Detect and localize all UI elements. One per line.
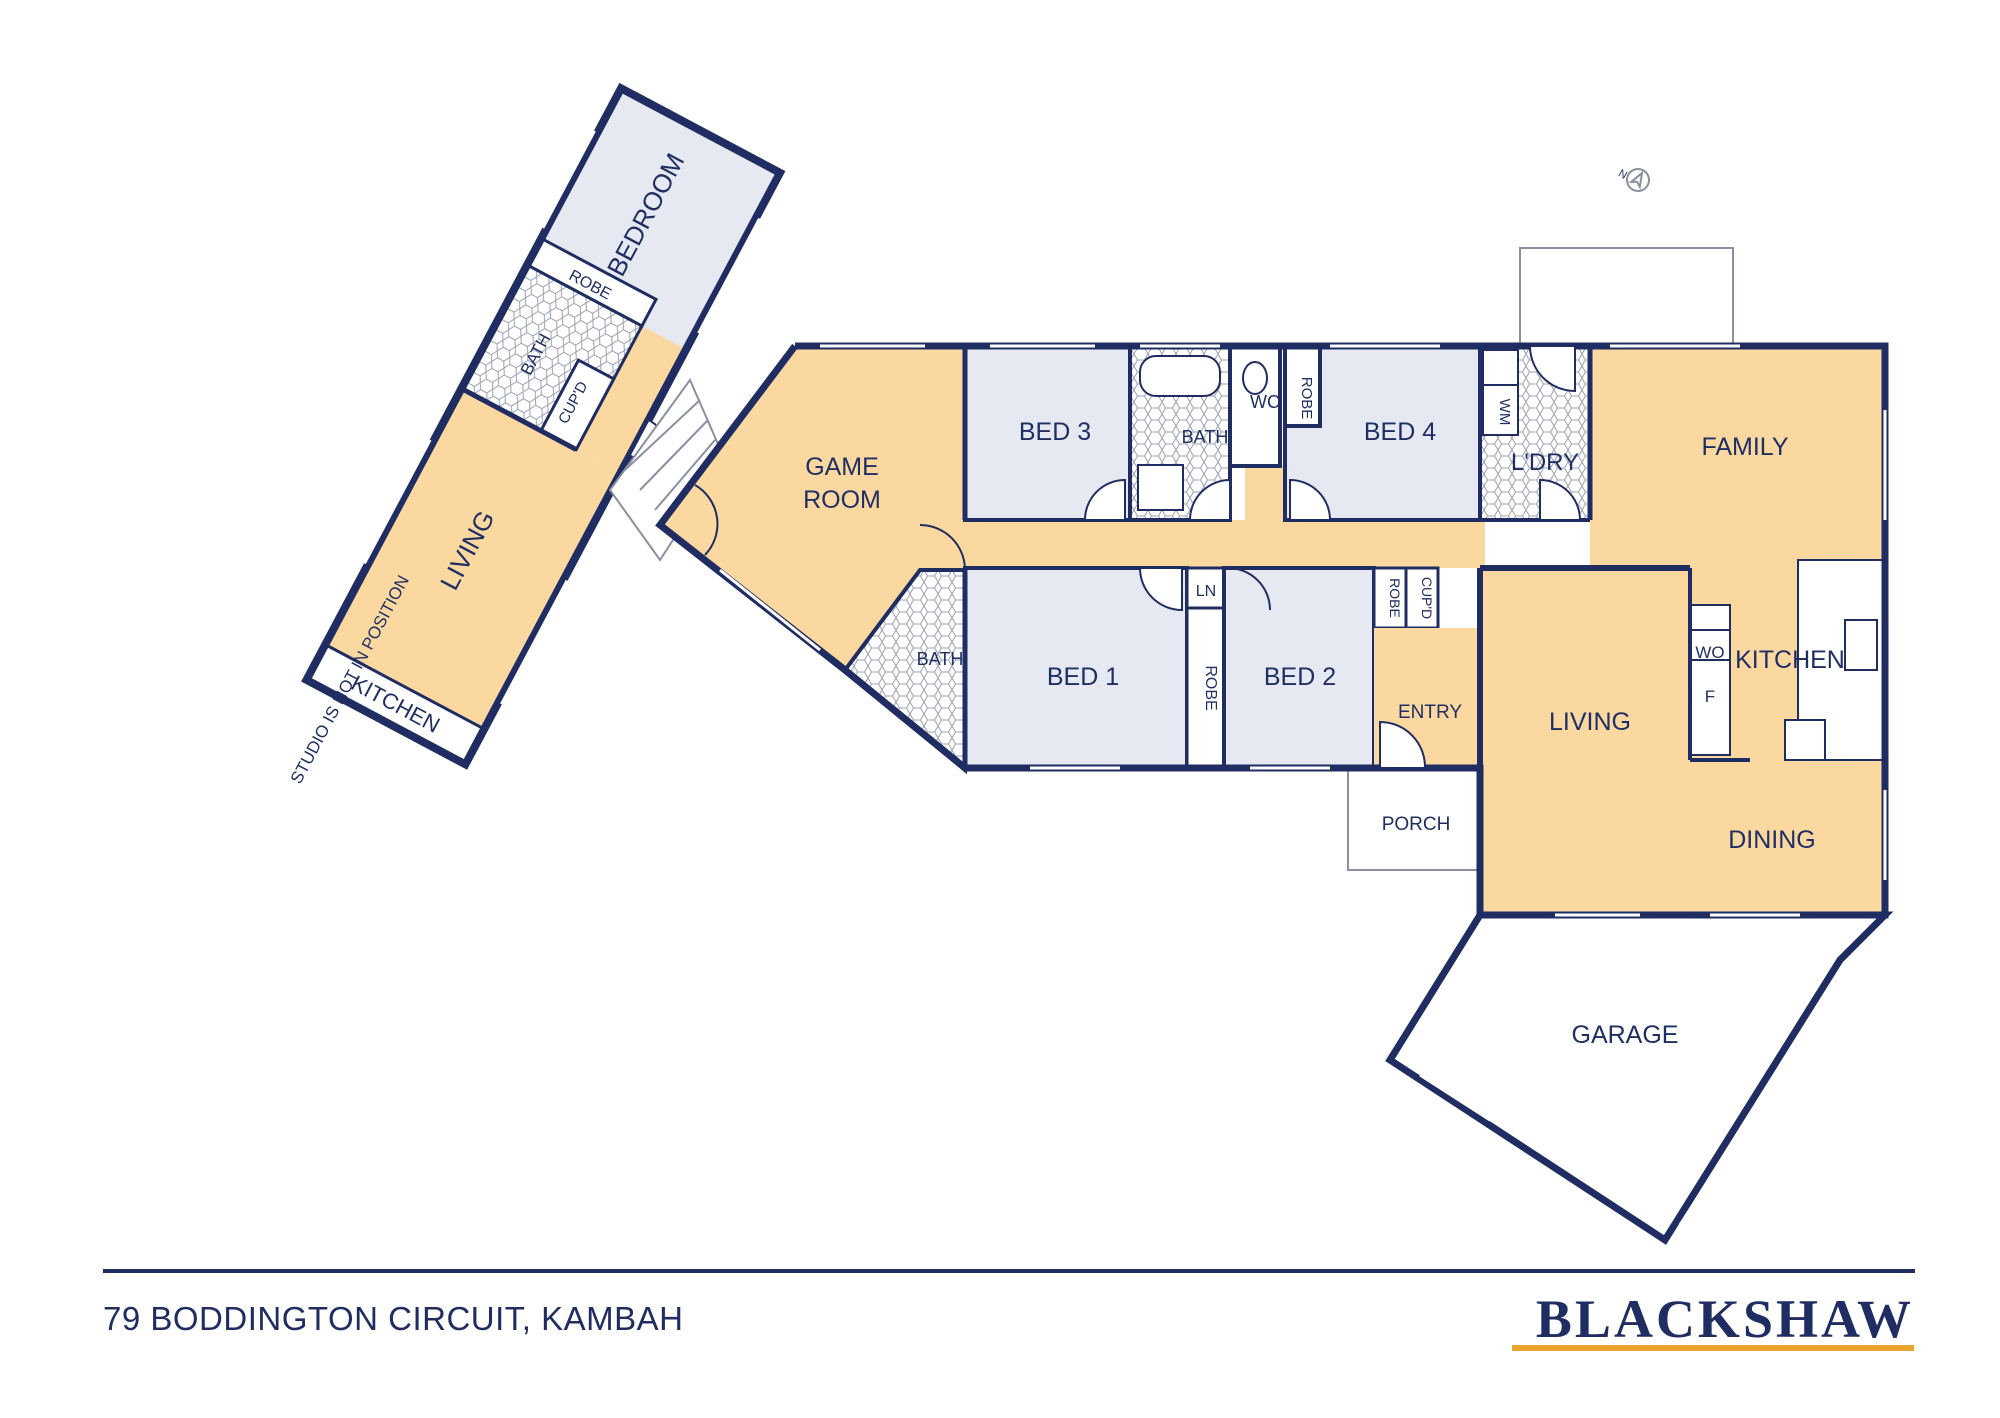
garage-area bbox=[1385, 911, 1894, 1245]
studio: BEDROOM ROBE BATH CUP'D LIVING KITCHEN bbox=[301, 82, 786, 770]
main-outer-wall bbox=[655, 342, 1889, 919]
brand-underline bbox=[1512, 1345, 1914, 1351]
upper-bath-label: BATH bbox=[1182, 427, 1229, 447]
bed2-area bbox=[1222, 566, 1376, 770]
lower-bath-label: BATH bbox=[917, 649, 964, 669]
fridge-label: F bbox=[1705, 687, 1715, 706]
footer-divider bbox=[103, 1269, 1915, 1273]
ln-label: LN bbox=[1196, 583, 1216, 600]
wo-label: WO bbox=[1695, 643, 1724, 662]
wc-label: WC bbox=[1250, 392, 1280, 412]
bed2-label: BED 2 bbox=[1264, 663, 1336, 691]
game-room-label-line2: ROOM bbox=[803, 486, 881, 514]
property-address: 79 BODDINGTON CIRCUIT, KAMBAH bbox=[103, 1300, 684, 1337]
living-dining-area bbox=[1480, 568, 1885, 915]
studio-living-area bbox=[306, 388, 621, 765]
hallway-area bbox=[965, 520, 1485, 568]
bed3-label: BED 3 bbox=[1019, 418, 1091, 446]
game-room-label-line1: GAME bbox=[805, 453, 879, 481]
living-label: LIVING bbox=[1549, 708, 1631, 736]
studio-hall-area bbox=[576, 325, 687, 474]
wm-label: WM bbox=[1496, 399, 1513, 426]
dining-label: DINING bbox=[1728, 826, 1816, 854]
entry-cupd-label: CUP'D bbox=[1419, 577, 1435, 619]
family-label: FAMILY bbox=[1701, 433, 1788, 461]
bed1-robe-label: ROBE bbox=[1202, 665, 1219, 710]
bed1-robe-area bbox=[1185, 606, 1226, 770]
kitchen-label: KITCHEN bbox=[1735, 646, 1845, 674]
main-house: GAME ROOM BED 3 BATH WC ROBE BED 4 WM L'… bbox=[608, 167, 1894, 1245]
porch-label: PORCH bbox=[1382, 814, 1451, 835]
wc-area bbox=[1228, 344, 1282, 468]
north-arrow-icon: N bbox=[1616, 167, 1650, 192]
bed1-label: BED 1 bbox=[1047, 663, 1119, 691]
upper-robe-label: ROBE bbox=[1298, 377, 1315, 420]
brand-logo: BLACKSHAW bbox=[1535, 1289, 1914, 1349]
laundry-label: L'DRY bbox=[1511, 449, 1579, 476]
bed4-label: BED 4 bbox=[1364, 418, 1436, 446]
entry-label: ENTRY bbox=[1398, 702, 1462, 723]
bed2-robe-label: ROBE bbox=[1387, 578, 1403, 618]
studio-outer-wall bbox=[301, 82, 786, 770]
garage-label: GARAGE bbox=[1572, 1021, 1679, 1049]
